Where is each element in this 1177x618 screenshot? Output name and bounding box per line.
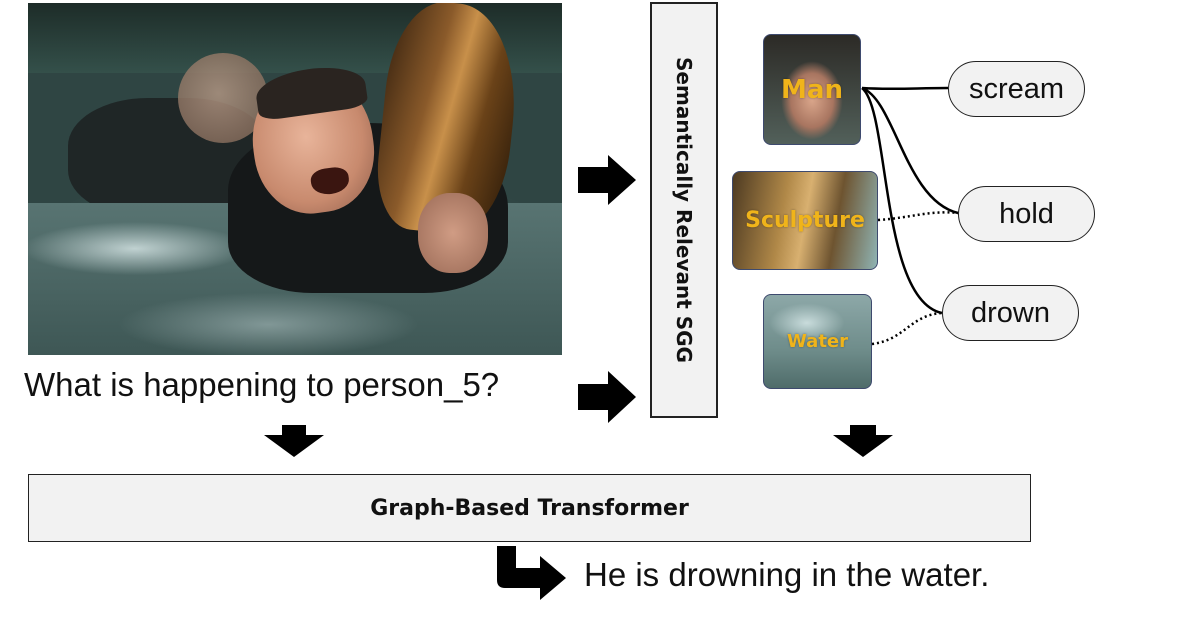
edge-water-drown <box>871 311 943 346</box>
arrow-bent-icon <box>497 546 566 600</box>
arrow-down-icon <box>833 425 893 457</box>
scene-man-hand <box>418 193 488 273</box>
predicate-node-hold: hold <box>958 186 1095 242</box>
object-crop-water: Water <box>763 294 872 389</box>
predicate-node-scream: scream <box>948 61 1085 117</box>
object-crop-man: Man <box>763 34 861 145</box>
arrow-right-icon <box>578 155 636 205</box>
predicate-node-drown: drown <box>942 285 1079 341</box>
object-label-water: Water <box>786 331 849 352</box>
sgg-module-box <box>650 2 718 418</box>
question-text: What is happening to person_5? <box>24 366 500 403</box>
edge-man-hold <box>861 86 959 215</box>
object-label-sculpture: Sculpture <box>745 208 865 233</box>
scene-image <box>28 3 562 355</box>
arrow-down-icon <box>264 425 324 457</box>
object-label-man: Man <box>781 74 843 105</box>
object-crop-sculpture: Sculpture <box>732 171 878 270</box>
arrow-right-icon <box>578 371 636 423</box>
transformer-module-box: Graph-Based Transformer <box>28 474 1031 542</box>
edge-man-scream <box>861 86 949 91</box>
edge-man-drown <box>861 87 943 315</box>
transformer-module-label: Graph-Based Transformer <box>370 495 689 521</box>
edge-sculpture-hold <box>877 211 959 222</box>
answer-text: He is drowning in the water. <box>584 556 990 593</box>
